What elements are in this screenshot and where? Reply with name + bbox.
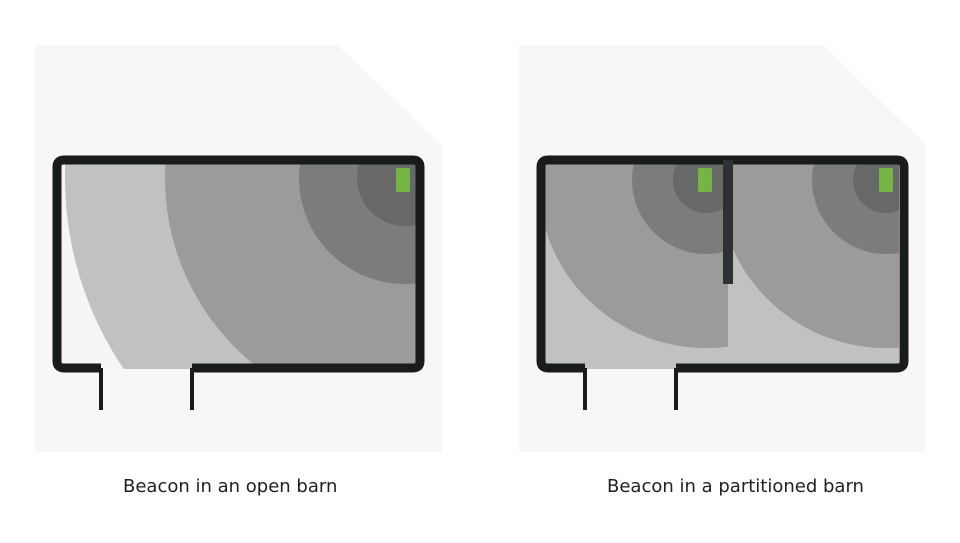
partitioned-barn-wall bbox=[536, 155, 909, 373]
beacon-icon bbox=[698, 168, 712, 192]
open-barn-signal-rings bbox=[61, 164, 416, 369]
right-room-signal-rings bbox=[728, 164, 899, 369]
partition-wall bbox=[723, 160, 733, 284]
partitioned-barn-diagram bbox=[519, 45, 926, 452]
partitioned-barn-caption: Beacon in a partitioned barn bbox=[607, 476, 864, 497]
open-barn-wall bbox=[52, 155, 425, 373]
open-barn-caption: Beacon in an open barn bbox=[123, 476, 338, 497]
open-barn-diagram bbox=[35, 45, 442, 452]
beacon-icon bbox=[396, 168, 410, 192]
beacon-icon bbox=[879, 168, 893, 192]
